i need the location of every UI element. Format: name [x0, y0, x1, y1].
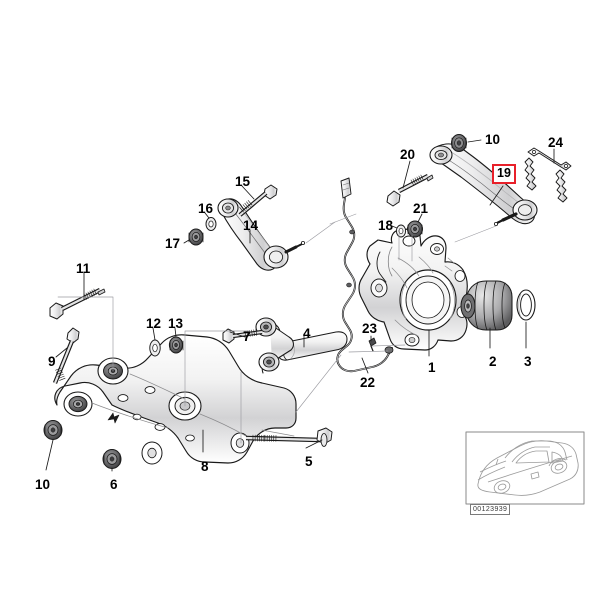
part-17-nut: [188, 228, 204, 246]
part-15-bolt: [238, 184, 278, 217]
callout-6: 6: [110, 477, 118, 492]
part-21-nut: [407, 220, 423, 238]
callout-15: 15: [235, 174, 251, 189]
part-1-wheel-carrier: [358, 228, 468, 351]
part-6-nut: [102, 449, 122, 469]
part-11-bolt: [49, 287, 106, 320]
callout-12: 12: [146, 316, 162, 331]
callout-3: 3: [524, 354, 532, 369]
part-13-nut: [168, 336, 184, 354]
part-19-upper-control-arm: [429, 143, 538, 226]
part-10-nut-lower: [43, 420, 63, 440]
part-7-bolt: [222, 328, 263, 344]
callout-13: 13: [168, 316, 184, 331]
callout-2: 2: [489, 354, 497, 369]
part-9-bolt: [52, 327, 80, 384]
part-20-bolt: [386, 173, 434, 207]
callout-1: 1: [428, 360, 436, 375]
callout-7: 7: [243, 329, 251, 344]
callout-17: 17: [165, 236, 181, 251]
callout-16: 16: [198, 201, 214, 216]
part-16-washer: [205, 217, 217, 231]
part-18-washer: [395, 224, 407, 238]
part-24-bracket-set: [524, 147, 572, 203]
part-14-guide-arm: [217, 198, 305, 271]
callout-23: 23: [362, 321, 378, 336]
callout-22: 22: [360, 375, 376, 390]
part-22-abs-sensor-line: [336, 177, 394, 373]
callout-18: 18: [378, 218, 394, 233]
callout-8: 8: [201, 459, 209, 474]
callout-20: 20: [400, 147, 416, 162]
part-5-bolt: [245, 427, 333, 447]
callout-14: 14: [243, 218, 259, 233]
callout-10-upper: 10: [485, 132, 501, 147]
part-10-bushing-upper: [451, 134, 467, 152]
callout-4: 4: [303, 326, 311, 341]
part-2-wheel-bearing: [460, 280, 513, 331]
callout-11: 11: [76, 261, 91, 276]
callout-9: 9: [48, 354, 56, 369]
callout-5: 5: [305, 454, 313, 469]
inset-part-number: 00123939: [470, 504, 511, 515]
callout-19-highlighted: 19: [492, 164, 516, 184]
callout-21: 21: [413, 201, 429, 216]
callout-10-lower: 10: [35, 477, 51, 492]
part-3-retaining-ring: [516, 289, 536, 321]
callout-24: 24: [548, 135, 564, 150]
